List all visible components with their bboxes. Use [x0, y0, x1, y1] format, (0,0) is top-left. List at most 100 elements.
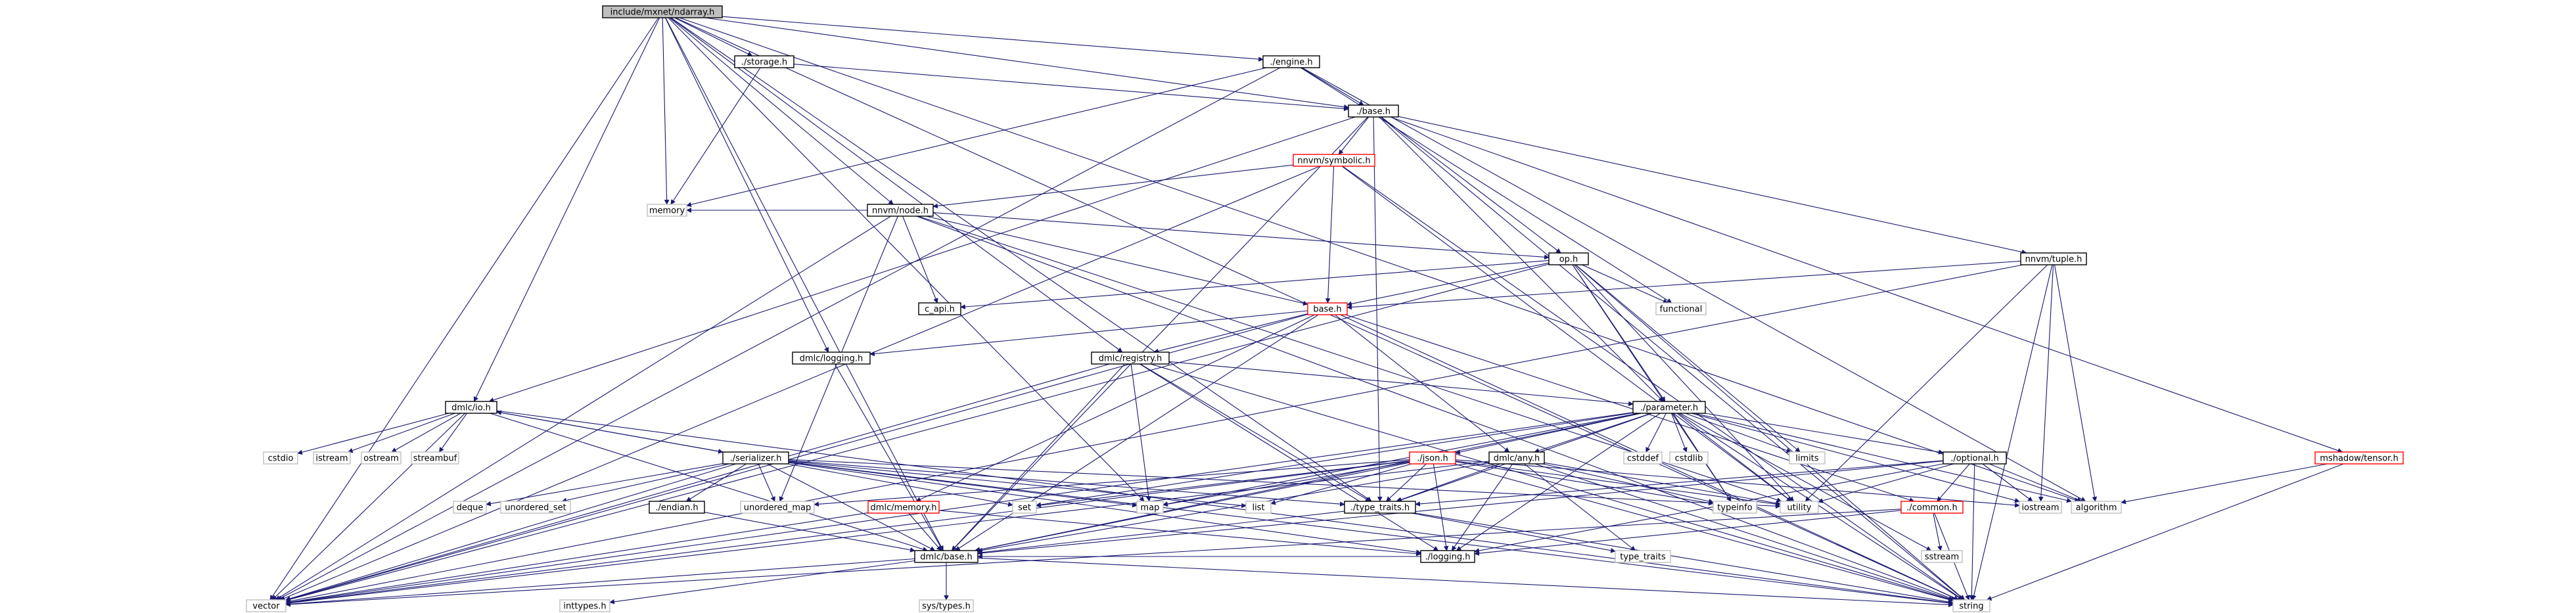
node-label: ./storage.h [741, 58, 787, 68]
edge-dany-to-typeinfo [1542, 463, 1714, 504]
node-serializer[interactable]: ./serializer.h [722, 451, 789, 465]
edge-io-to-string [496, 410, 1954, 606]
node-istream-: istream [313, 451, 351, 465]
node-box [1900, 501, 1964, 514]
node-label: ./optional.h [1950, 454, 1999, 464]
edge-op-to-functional [1582, 264, 1668, 304]
edge-io-to-cstdio [297, 413, 449, 455]
node-mshadow[interactable]: mshadow/tensor.h [2314, 451, 2404, 465]
node-tuple[interactable]: nnvm/tuple.h [2020, 252, 2087, 265]
node-symbolic[interactable]: nnvm/symbolic.h [1293, 154, 1375, 167]
node-memory: memory [647, 204, 687, 217]
node-iostream: iostream [2019, 501, 2062, 514]
node-box [445, 401, 497, 414]
node-registry[interactable]: dmlc/registry.h [1091, 352, 1170, 365]
node-box [1012, 501, 1037, 514]
node-label: istream [315, 454, 348, 464]
edge-optional-to-utility [1818, 463, 1954, 503]
node-label: ostream [363, 454, 399, 464]
edge-serializer-to-string [788, 461, 1954, 606]
node-label: unordered_set [505, 503, 566, 513]
edge-parameter-to-optional [1705, 413, 1944, 455]
node-box [1293, 154, 1375, 167]
node-box [411, 451, 459, 465]
node-common[interactable]: ./common.h [1900, 501, 1964, 514]
node-dlogging[interactable]: dmlc/logging.h [792, 352, 871, 365]
node-label: limits [1795, 454, 1819, 464]
node-label: ./engine.h [1270, 58, 1312, 68]
edge-dlogging-to-dbase [834, 363, 944, 551]
node-base-root[interactable]: ./base.h [1348, 104, 1399, 118]
node-label: algorithm [2076, 503, 2117, 513]
edge-dany-to-string [1534, 463, 1954, 601]
node-inttypes: inttypes.h [559, 599, 610, 612]
edge-parameter-to-limits [1685, 413, 1792, 453]
node-label: mshadow/tensor.h [2320, 454, 2398, 464]
edge-base_root-to-tuple [1398, 116, 2027, 255]
edge-nbase-to-common [1345, 314, 1915, 503]
edge-serializer-to-deque [486, 463, 724, 507]
node-logging[interactable]: ./logging.h [1420, 550, 1475, 563]
node-json[interactable]: ./json.h [1409, 451, 1456, 465]
node-label: dmlc/base.h [920, 553, 972, 562]
node-nbase[interactable]: base.h [1307, 302, 1348, 315]
node-box [361, 451, 402, 465]
edge-endian-to-dbase [704, 512, 915, 553]
edge-base_root-to-type_traits_h [1373, 116, 1383, 502]
node-dmemory[interactable]: dmlc/memory.h [867, 501, 940, 514]
node-box [1623, 451, 1663, 465]
node-storage[interactable]: ./storage.h [734, 55, 794, 68]
node-box [734, 55, 794, 68]
edge-dany-to-dbase [977, 462, 1490, 553]
node-algorithm: algorithm [2071, 501, 2122, 514]
node-label: dmlc/any.h [1494, 454, 1540, 464]
node-box [649, 501, 705, 514]
edge-parameter-to-sstream [1680, 413, 1932, 551]
edge-serializer-to-utility [788, 459, 1781, 509]
node-node[interactable]: nnvm/node.h [867, 204, 934, 217]
node-engine[interactable]: ./engine.h [1262, 55, 1320, 68]
edge-serializer-to-dbase [767, 463, 936, 551]
edge-dany-to-logging [1451, 463, 1513, 551]
node-io[interactable]: dmlc/io.h [445, 401, 497, 414]
node-label: ./logging.h [1425, 553, 1470, 562]
edge-json-to-utility [1455, 461, 1781, 507]
node-box [2019, 501, 2062, 514]
node-root[interactable]: include/mxnet/ndarray.h [602, 5, 723, 18]
edge-io-to-streambuf [438, 413, 468, 453]
node-box [263, 451, 298, 465]
edge-op-to-capi [960, 260, 1550, 309]
edge-root-to-vector [269, 17, 659, 601]
node-label: sys/types.h [922, 602, 971, 612]
node-optional[interactable]: ./optional.h [1943, 451, 2007, 465]
node-op[interactable]: op.h [1548, 252, 1589, 265]
edge-registry-to-map [1130, 363, 1151, 502]
edge-registry-to-type_traits_h [1139, 363, 1371, 502]
edge-engine-to-functional [1300, 67, 1672, 304]
edge-io-to-vector [271, 413, 466, 601]
edge-base_root-to-dbase [952, 116, 1368, 551]
node-vector: vector [246, 599, 287, 612]
node-dany[interactable]: dmlc/any.h [1488, 451, 1545, 465]
node-parameter[interactable]: ./parameter.h [1632, 401, 1706, 414]
node-box [2314, 451, 2404, 465]
node-capi[interactable]: c_api.h [918, 302, 961, 315]
edge-optional-to-logging [1474, 463, 1944, 553]
node-box [1713, 501, 1757, 514]
node-unordered-set: unordered_set [500, 501, 571, 514]
edge-nbase-to-dmemory [915, 314, 1316, 502]
edge-dany-to-utility [1544, 462, 1781, 506]
edges-layer [269, 16, 2344, 608]
node-endian[interactable]: ./endian.h [649, 501, 705, 514]
edge-parameter-to-string [1678, 413, 1963, 601]
node-typeinfo: typeinfo [1713, 501, 1757, 514]
node-dbase[interactable]: dmlc/base.h [914, 550, 978, 563]
node-type-traits-h[interactable]: ./type_traits.h [1344, 501, 1416, 514]
edge-registry-to-string [1150, 363, 1954, 602]
node-box [1789, 451, 1826, 465]
node-label: inttypes.h [563, 602, 606, 612]
node-box [453, 501, 487, 514]
node-label: unordered_map [744, 503, 812, 513]
node-box [1952, 599, 1990, 612]
